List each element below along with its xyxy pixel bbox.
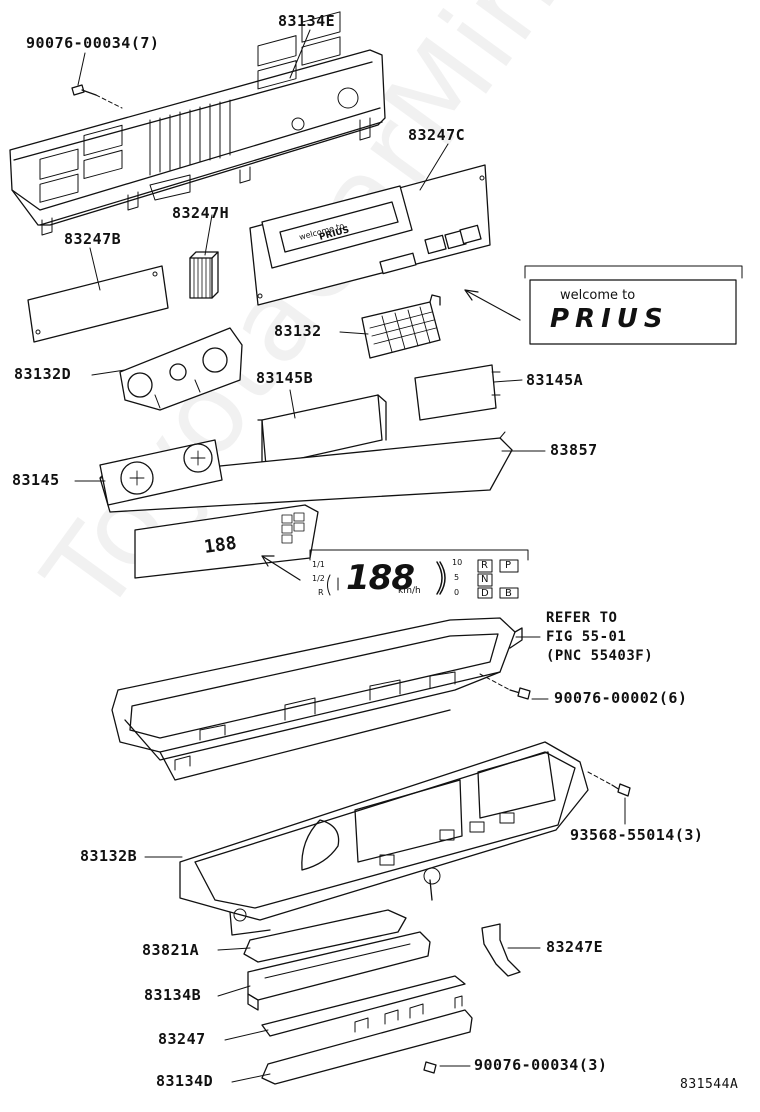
- bolt-top-left: [71, 84, 123, 109]
- callout-83247B: 83247B: [64, 230, 122, 248]
- callout-83134B: 83134B: [144, 986, 202, 1004]
- inset-brand-text: PRIUS: [550, 304, 669, 334]
- part-83821A-lens: [243, 909, 407, 963]
- callout-90076-00034-7: 90076-00034(7): [26, 34, 160, 52]
- callout-83145A: 83145A: [526, 371, 584, 389]
- inset-gear-D: D: [481, 588, 489, 599]
- inset-frac-2: 1/2: [312, 574, 325, 583]
- inset-frac-1: 1/1: [312, 560, 325, 569]
- refer-line-1: REFER TO: [546, 610, 618, 626]
- main-hood-ring: [111, 617, 523, 781]
- diagram-code: 831544A: [680, 1077, 739, 1092]
- screw-90076-00034-bottom: [423, 1061, 437, 1074]
- callout-83145B: 83145B: [256, 369, 314, 387]
- inset-welcome-text: welcome to: [560, 288, 636, 303]
- callout-83247C: 83247C: [408, 126, 466, 144]
- part-83132-grid: [361, 294, 441, 359]
- part-83132B-housing: [179, 741, 589, 936]
- inset-scale-5: 5: [454, 573, 460, 582]
- part-83134D-frame: [261, 995, 473, 1085]
- inset-display-frame: [261, 549, 529, 599]
- part-83247C-board: welcome to PRIUS: [249, 164, 491, 306]
- part-83145A-plate: [414, 364, 501, 421]
- part-83247H-connector: [189, 251, 219, 299]
- callout-83132D: 83132D: [14, 365, 72, 383]
- part-83132D-bezel: [119, 327, 243, 411]
- callout-83247H: 83247H: [172, 204, 230, 222]
- screw-90076-00002: [479, 673, 531, 700]
- inset-gear-P: P: [505, 560, 512, 571]
- part-83145-gauge-face: [99, 439, 223, 506]
- refer-line-3: (PNC 55403F): [546, 648, 654, 664]
- part-83134B-frame: [247, 931, 431, 1011]
- callout-83247E: 83247E: [546, 938, 604, 956]
- inset-frac-3: R: [318, 588, 324, 597]
- inset-speed-unit: km/h: [398, 586, 421, 596]
- inset-welcome-display-frame: [464, 265, 743, 345]
- part-83134E-frame: [9, 11, 386, 236]
- callout-83132: 83132: [274, 322, 322, 340]
- callout-83132B: 83132B: [80, 847, 138, 865]
- callout-83145: 83145: [12, 471, 60, 489]
- callout-83247: 83247: [158, 1030, 206, 1048]
- inset-gear-B: B: [505, 588, 512, 599]
- callout-83857: 83857: [550, 441, 598, 459]
- inset-gear-N: N: [481, 574, 489, 585]
- screw-93568-55014: [587, 771, 631, 797]
- part-83247E-bracket: [481, 923, 521, 977]
- inset-scale-10: 10: [452, 558, 463, 567]
- callout-90076-00002-6: 90076-00002(6): [554, 689, 688, 707]
- refer-line-2: FIG 55-01: [546, 629, 627, 645]
- speed-display-plate: 188: [134, 504, 319, 579]
- part-83145B-plate: [249, 394, 387, 473]
- callout-83821A: 83821A: [142, 941, 200, 959]
- callout-90076-00034-3: 90076-00034(3): [474, 1056, 608, 1074]
- callout-93568-55014-3: 93568-55014(3): [570, 826, 704, 844]
- callout-83134E: 83134E: [278, 12, 336, 30]
- callout-83134D: 83134D: [156, 1072, 214, 1090]
- inset-speed-digits: 188: [346, 558, 415, 598]
- inset-scale-0: 0: [454, 588, 460, 597]
- part-83247B-board: [27, 265, 169, 343]
- part-83247-plate: [261, 975, 466, 1037]
- inset-gear-R: R: [481, 560, 488, 571]
- leader-lines: [74, 29, 626, 1083]
- svg-text:188: 188: [203, 533, 238, 558]
